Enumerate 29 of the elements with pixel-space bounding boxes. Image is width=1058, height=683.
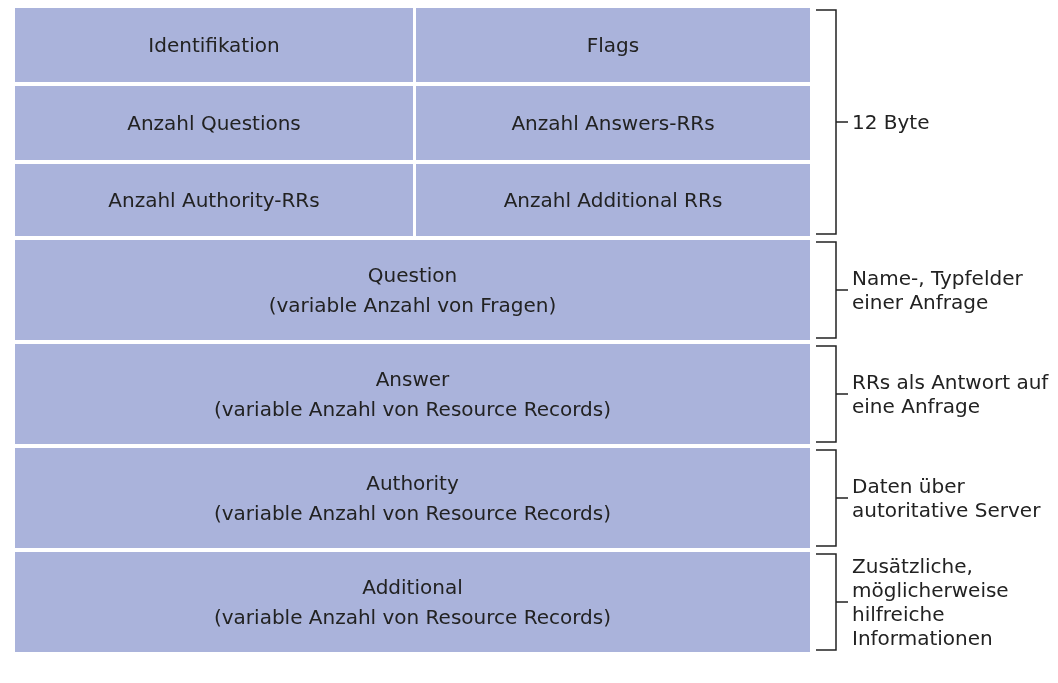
bracket-label: Name-, Typfelder einer Anfrage	[852, 266, 1024, 314]
field-box	[15, 8, 413, 82]
field-box	[15, 448, 810, 548]
field-box	[416, 86, 810, 160]
field-box	[15, 86, 413, 160]
field-name: Additional	[362, 574, 463, 601]
field-description: (variable Anzahl von Resource Records)	[213, 500, 612, 527]
bracket-label: Zusätzliche, möglicherweise hilfreiche Informationen	[852, 554, 1010, 650]
field-name: Anzahl Questions	[127, 110, 301, 137]
field-box	[416, 164, 810, 236]
field-name: Authority	[366, 470, 459, 497]
field-name: Anzahl Answers-RRs	[511, 110, 715, 137]
field-description: (variable Anzahl von Fragen)	[268, 292, 557, 319]
field-description: (variable Anzahl von Resource Records)	[213, 604, 612, 631]
field-name: Anzahl Additional RRs	[503, 187, 723, 214]
field-name: Answer	[375, 366, 450, 393]
field-name: Flags	[586, 32, 640, 59]
field-box	[15, 240, 810, 340]
field-box	[15, 552, 810, 652]
bracket-label: 12 Byte	[852, 110, 931, 134]
field-name: Question	[367, 262, 458, 289]
field-box	[15, 164, 413, 236]
field-name: Identifikation	[148, 32, 280, 59]
bracket-label: Daten über autoritative Server	[852, 474, 1042, 522]
field-description: (variable Anzahl von Resource Records)	[213, 396, 612, 423]
field-box	[15, 344, 810, 444]
field-name: Anzahl Authority-RRs	[108, 187, 320, 214]
bracket-label: RRs als Antwort auf eine Anfrage	[852, 370, 1050, 418]
field-box	[416, 8, 810, 82]
